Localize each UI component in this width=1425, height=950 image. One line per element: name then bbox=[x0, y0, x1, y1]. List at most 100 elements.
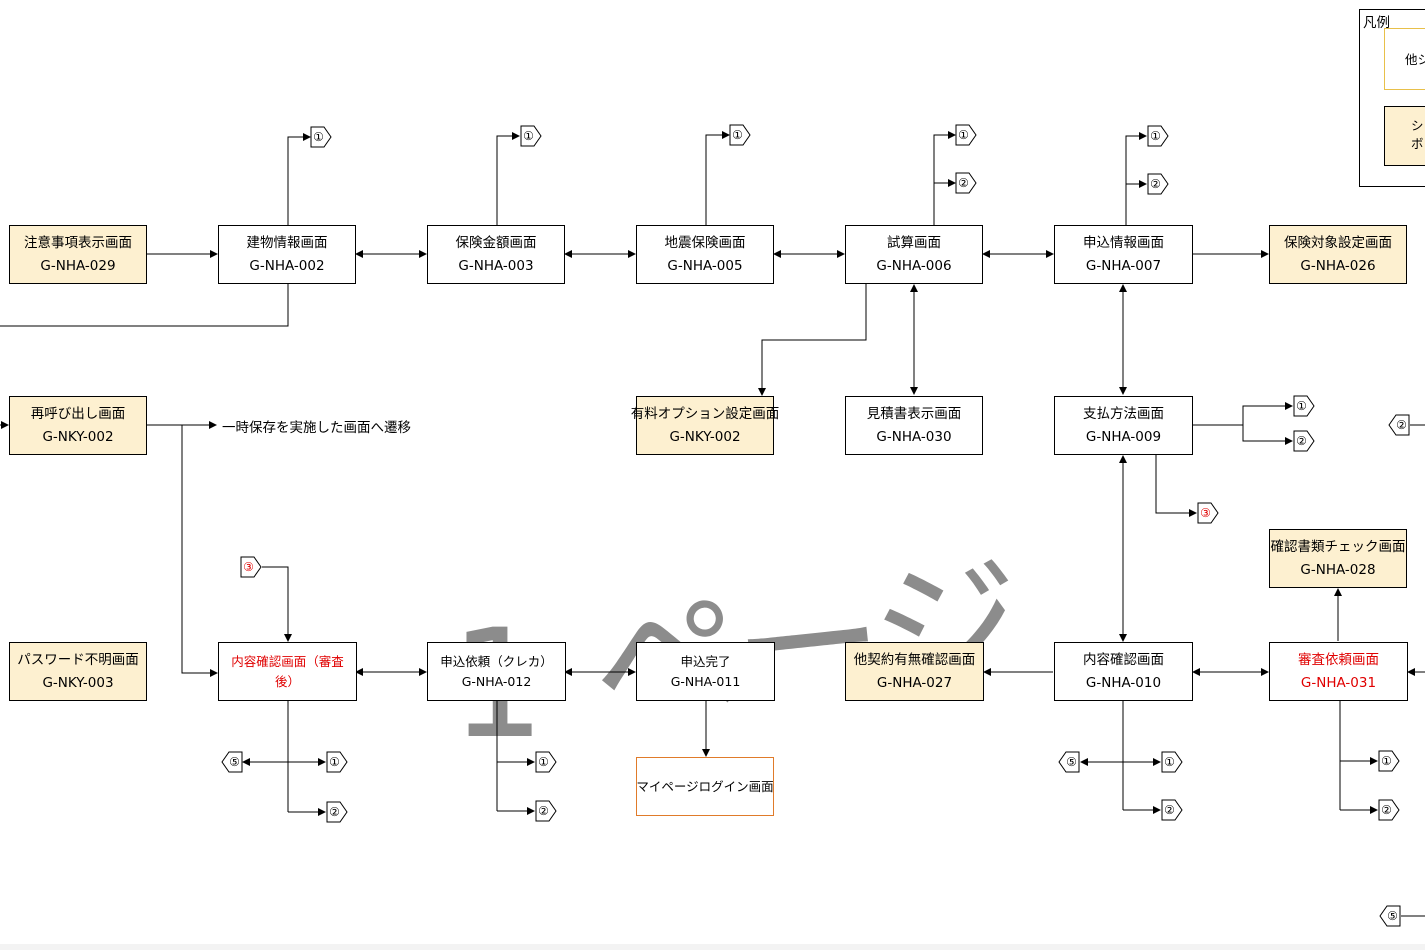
screen-code: G-NHA-026 bbox=[1300, 257, 1376, 274]
connector-5[interactable]: ⑤ bbox=[1058, 751, 1080, 773]
connector-2[interactable]: ② bbox=[1388, 414, 1410, 436]
connector-1[interactable]: ① bbox=[520, 125, 542, 147]
screen-name: 内容確認画面（審査後） bbox=[231, 653, 344, 689]
legend: 凡例 他シ シ ボ bbox=[1359, 9, 1425, 187]
screen-nha-027[interactable]: 他契約有無確認画面 G-NHA-027 bbox=[845, 642, 984, 701]
screen-code: G-NKY-003 bbox=[42, 674, 114, 691]
screen-mypage-login[interactable]: マイページログイン画面 bbox=[636, 757, 774, 816]
link-002-left bbox=[0, 283, 289, 327]
exit-006-c1 bbox=[933, 131, 956, 225]
screen-option-settings[interactable]: 有料オプション設定画面 G-NKY-002 bbox=[631, 396, 779, 455]
screen-nha-026[interactable]: 保険対象設定画面 G-NHA-026 bbox=[1269, 225, 1407, 284]
screen-name: 見積書表示画面 bbox=[866, 405, 962, 422]
screen-name: パスワード不明画面 bbox=[17, 651, 139, 668]
exit-003-c1 bbox=[496, 132, 520, 225]
screen-code: G-NHA-031 bbox=[1300, 674, 1377, 691]
connector-2[interactable]: ② bbox=[1161, 799, 1183, 821]
connector-1[interactable]: ① bbox=[1293, 395, 1315, 417]
screen-code: G-NHA-010 bbox=[1085, 674, 1162, 691]
screen-review-after-screening[interactable]: 内容確認画面（審査後） bbox=[218, 642, 357, 701]
connector-3[interactable]: ③ bbox=[240, 556, 262, 578]
screen-nha-012[interactable]: 申込依頼（クレカ） G-NHA-012 bbox=[427, 642, 566, 701]
screen-name: 注意事項表示画面 bbox=[24, 234, 132, 251]
screen-nha-031[interactable]: 審査依頼画面 G-NHA-031 bbox=[1269, 642, 1408, 701]
screen-code: G-NKY-002 bbox=[669, 428, 741, 445]
screen-nha-002[interactable]: 建物情報画面 G-NHA-002 bbox=[218, 225, 356, 284]
screen-nha-010[interactable]: 内容確認画面 G-NHA-010 bbox=[1054, 642, 1193, 701]
connector-5[interactable]: ⑤ bbox=[221, 751, 243, 773]
screen-code: G-NHA-012 bbox=[461, 673, 532, 689]
connector-1[interactable]: ① bbox=[326, 751, 348, 773]
connector-2[interactable]: ② bbox=[1293, 430, 1315, 452]
screen-nha-029[interactable]: 注意事項表示画面 G-NHA-029 bbox=[9, 225, 147, 284]
screen-nha-005[interactable]: 地震保険画面 G-NHA-005 bbox=[636, 225, 774, 284]
screen-code: G-NHA-005 bbox=[667, 257, 743, 274]
screen-name: 支払方法画面 bbox=[1083, 405, 1164, 422]
screen-name: 有料オプション設定画面 bbox=[630, 405, 780, 422]
screen-name: 建物情報画面 bbox=[246, 234, 328, 251]
screen-nha-011[interactable]: 申込完了 G-NHA-011 bbox=[636, 642, 775, 701]
screen-nha-009[interactable]: 支払方法画面 G-NHA-009 bbox=[1054, 396, 1193, 455]
connector-3[interactable]: ③ bbox=[1197, 502, 1219, 524]
exit-009-c2 bbox=[1242, 425, 1293, 445]
screen-code: G-NHA-009 bbox=[1085, 428, 1162, 445]
connector-1[interactable]: ① bbox=[310, 126, 332, 148]
screen-nha-007[interactable]: 申込情報画面 G-NHA-007 bbox=[1054, 225, 1193, 284]
screen-nky-002[interactable]: 再呼び出し画面 G-NKY-002 bbox=[9, 396, 147, 455]
connector-1[interactable]: ① bbox=[1147, 125, 1169, 147]
connector-1[interactable]: ① bbox=[729, 124, 751, 146]
connector-2[interactable]: ② bbox=[326, 801, 348, 823]
screen-nha-006[interactable]: 試算画面 G-NHA-006 bbox=[845, 225, 983, 284]
screen-code: G-NHA-006 bbox=[876, 257, 952, 274]
screen-name: 試算画面 bbox=[887, 234, 941, 251]
connector-1[interactable]: ① bbox=[535, 751, 557, 773]
screen-code: G-NHA-030 bbox=[876, 428, 952, 445]
screen-nha-003[interactable]: 保険金額画面 G-NHA-003 bbox=[427, 225, 565, 284]
exit-009-c3 bbox=[1155, 455, 1197, 517]
resume-note: 一時保存を実施した画面へ遷移 bbox=[222, 420, 411, 436]
connector-1[interactable]: ① bbox=[1161, 751, 1183, 773]
connector-2[interactable]: ② bbox=[955, 172, 977, 194]
screen-name: 地震保険画面 bbox=[664, 234, 746, 251]
screen-code: G-NHA-007 bbox=[1085, 257, 1162, 274]
connector-1[interactable]: ① bbox=[1378, 750, 1400, 772]
screen-name: 申込情報画面 bbox=[1083, 234, 1164, 251]
legend-other-system-sample: 他シ bbox=[1384, 28, 1425, 90]
screen-nha-028[interactable]: 確認書類チェック画面 G-NHA-028 bbox=[1269, 529, 1407, 588]
screen-code: G-NHA-011 bbox=[670, 673, 741, 689]
screen-code: G-NHA-029 bbox=[40, 257, 116, 274]
screen-code: G-NHA-028 bbox=[1300, 561, 1376, 578]
screen-name: 保険対象設定画面 bbox=[1284, 234, 1392, 251]
screen-name: 申込完了 bbox=[680, 653, 731, 669]
screen-nky-003[interactable]: パスワード不明画面 G-NKY-003 bbox=[9, 642, 147, 701]
screen-nha-030[interactable]: 見積書表示画面 G-NHA-030 bbox=[845, 396, 983, 455]
connector-2[interactable]: ② bbox=[1147, 173, 1169, 195]
screen-code: G-NKY-002 bbox=[42, 428, 114, 445]
screen-name: 内容確認画面 bbox=[1083, 651, 1164, 668]
screen-name: 審査依頼画面 bbox=[1298, 651, 1379, 668]
screen-name: 保険金額画面 bbox=[455, 234, 537, 251]
legend-item-2-line-2: ボ bbox=[1411, 136, 1424, 151]
screen-name: 申込依頼（クレカ） bbox=[440, 653, 553, 669]
connector-2[interactable]: ② bbox=[1378, 799, 1400, 821]
screen-name: 確認書類チェック画面 bbox=[1270, 538, 1406, 555]
screen-name: 再呼び出し画面 bbox=[30, 405, 126, 422]
legend-title: 凡例 bbox=[1363, 15, 1390, 31]
connector-2[interactable]: ② bbox=[535, 800, 557, 822]
connector-1[interactable]: ① bbox=[955, 124, 977, 146]
screen-code: G-NHA-003 bbox=[458, 257, 534, 274]
screen-name: 他契約有無確認画面 bbox=[853, 651, 976, 668]
scroll-strip[interactable] bbox=[0, 944, 1425, 950]
screen-name: マイページログイン画面 bbox=[636, 778, 774, 794]
legend-system-sample: シ ボ bbox=[1384, 106, 1425, 166]
link-006-option bbox=[758, 283, 867, 396]
connector-5[interactable]: ⑤ bbox=[1379, 905, 1401, 927]
link-recall-review bbox=[181, 425, 218, 677]
link-c3-review bbox=[262, 566, 292, 642]
exit-009-c1 bbox=[1242, 402, 1293, 425]
exit-007-c1 bbox=[1125, 132, 1147, 225]
screen-code: G-NHA-027 bbox=[876, 674, 953, 691]
screen-code: G-NHA-002 bbox=[249, 257, 325, 274]
